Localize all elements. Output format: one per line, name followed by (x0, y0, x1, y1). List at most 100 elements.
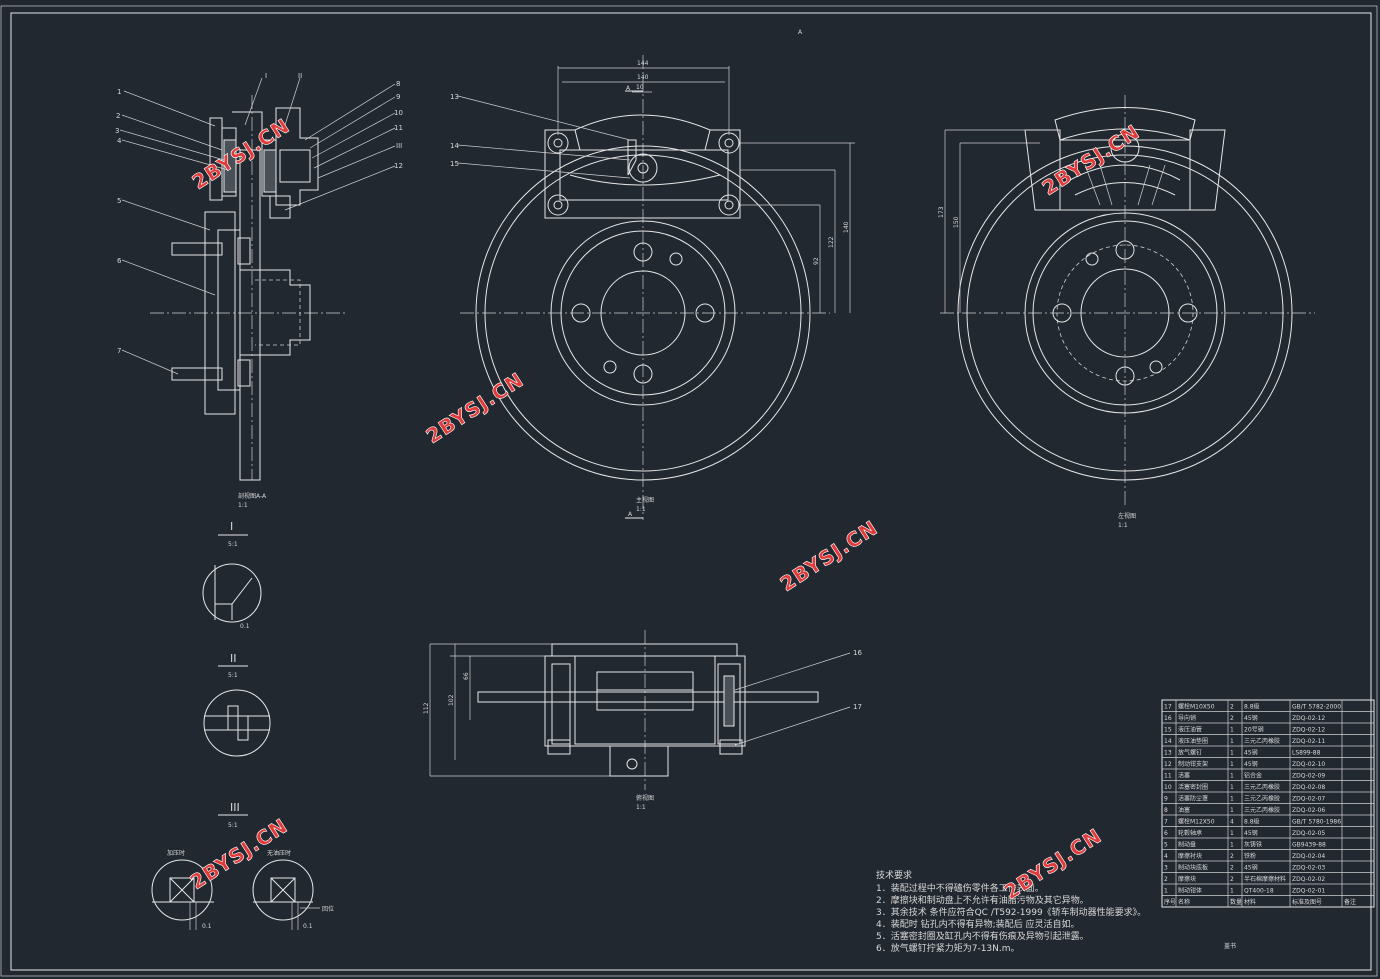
watermark-3: 2BYSJ.CN (776, 515, 883, 596)
callout-12: 12 (394, 162, 403, 170)
detail-III: III 5:1 加压时 无油压时 0.1 0.1 回位 (151, 801, 334, 930)
bom-cell: 45钢 (1244, 864, 1258, 872)
bom-cell: 制动钳支架 (1178, 760, 1208, 768)
bom-cell: 活塞防尘罩 (1178, 795, 1208, 803)
main-view-caption: 主视图 (636, 496, 654, 504)
bom-cell: 摩擦衬块 (1178, 852, 1202, 860)
bom-cell: 半石棉摩擦材料 (1244, 875, 1286, 883)
bom-cell: 1 (1230, 761, 1234, 768)
bom-cell: 20号钢 (1244, 726, 1264, 734)
bom-cell: 4 (1164, 853, 1168, 860)
bom-cell: 活塞密封圈 (1178, 783, 1208, 791)
bom-cell: 导向销 (1178, 714, 1196, 722)
bom-cell: ZDQ-02-06 (1292, 807, 1325, 814)
detail-II: II 5:1 (203, 652, 271, 757)
callout-III: III (396, 142, 402, 150)
bom-cell: 45钢 (1244, 714, 1258, 722)
detail-III-scale: 5:1 (228, 822, 238, 829)
bom-cell: 17 (1164, 704, 1172, 711)
section-mark-bottom: A (628, 511, 633, 518)
bom-cell: 45钢 (1244, 749, 1258, 757)
bom-header-cell: 标准及图号 (1292, 898, 1322, 906)
callout-16: 16 (853, 649, 862, 657)
callout-9: 9 (396, 93, 400, 101)
watermark-2: 2BYSJ.CN (422, 367, 529, 448)
bom-cell: ZDQ-02-08 (1292, 784, 1325, 791)
detail-I: I 5:1 0.1 (202, 520, 262, 630)
bom-cell: 2 (1230, 704, 1234, 711)
bom-cell: 螺栓M12X50 (1178, 818, 1215, 826)
bom-cell: 1 (1230, 842, 1234, 849)
bom-cell: 三元乙丙橡胶 (1244, 795, 1280, 803)
bom-cell: 三元乙丙橡胶 (1244, 737, 1280, 745)
bom-cell: 8.8级 (1244, 818, 1260, 826)
callout-1: 1 (117, 88, 121, 96)
callout-17: 17 (853, 703, 862, 711)
dim-10: 10 (636, 84, 644, 91)
bom-cell: 液压油垫圈 (1178, 737, 1208, 745)
bom-cell: 7 (1164, 819, 1168, 826)
detail-I-scale: 5:1 (228, 541, 238, 548)
callout-8: 8 (396, 80, 400, 88)
bom-cell: 2 (1230, 853, 1234, 860)
callout-14: 14 (450, 142, 459, 150)
bom-cell: 10 (1164, 784, 1172, 791)
detail-I-label: I (230, 520, 233, 533)
bom-cell: 铝合金 (1244, 772, 1262, 780)
dim-102: 102 (448, 694, 455, 706)
bom-cell: 2 (1230, 876, 1234, 883)
bom-cell: 制动钳体 (1178, 887, 1202, 895)
tech-item-2: 2．摩擦块和制动盘上不允许有油脂污物及其它异物。 (876, 894, 1089, 906)
bom-cell: ZDQ-02-11 (1292, 738, 1325, 745)
bom-cell: 16 (1164, 715, 1172, 722)
bom-cell: ZDQ-02-02 (1292, 876, 1325, 883)
bom-cell: 2 (1164, 876, 1168, 883)
callout-13: 13 (450, 93, 459, 101)
watermarks: 2BYSJ.CN 2BYSJ.CN 2BYSJ.CN 2BYSJ.CN 2BYS… (185, 113, 1144, 904)
bom-cell: 制动盘 (1178, 841, 1196, 849)
bom-cell: 14 (1164, 738, 1172, 745)
detail-III-right-caption: 无油压时 (267, 849, 291, 857)
section-view: 1 2 3 4 5 6 7 8 9 10 11 III 12 I II 剖视图A… (115, 72, 403, 509)
bom-cell: 2 (1230, 715, 1234, 722)
tech-item-5: 5．活塞密封圈及缸孔内不得有伤痕及异物引起泄露。 (876, 930, 1089, 942)
bom-cell: 放气螺钉 (1178, 749, 1202, 757)
detail-II-label: II (230, 652, 237, 665)
section-view-scale: 1:1 (238, 502, 248, 509)
bom-cell: ZDQ-02-03 (1292, 865, 1325, 872)
bom-cell: 液压油管 (1178, 726, 1202, 734)
tech-title: 技术要求 (876, 869, 912, 881)
left-view-scale: 1:1 (1118, 522, 1128, 529)
bom-header-cell: 材料 (1244, 898, 1256, 906)
bottom-view-caption: 俯视图 (636, 794, 654, 802)
bom-cell: 摩擦块 (1178, 875, 1196, 883)
main-view: 144 140 10 92 122 140 13 14 15 A A 主视图 1… (450, 55, 855, 520)
bom-cell: ZDQ-02-04 (1292, 853, 1325, 860)
bom-cell: 1 (1230, 796, 1234, 803)
detail-III-dim-right: 0.1 (303, 923, 313, 930)
bom-cell: 1 (1230, 888, 1234, 895)
bom-cell: ZDQ-02-05 (1292, 830, 1325, 837)
tech-item-4: 4．装配时 钻孔内不得有异物;装配后 应灵活自如。 (876, 918, 1079, 930)
bom-header-cell: 数量 (1230, 898, 1242, 906)
bom-cell: 三元乙丙橡胶 (1244, 806, 1280, 814)
callout-2: 2 (116, 112, 120, 120)
bom-cell: 灰铸铁 (1244, 841, 1262, 849)
callout-4: 4 (117, 137, 122, 145)
bom-cell: GB9439-88 (1292, 842, 1326, 849)
tech-requirements: 技术要求 1．装配过程中不得磕伤零件各工作表面。 2．摩擦块和制动盘上不允许有油… (876, 869, 1146, 954)
bom-cell: 1 (1230, 784, 1234, 791)
callout-6: 6 (117, 257, 122, 265)
inner-border (10, 12, 1372, 971)
bom-cell: LS899-88 (1292, 750, 1321, 757)
bom-cell: ZDQ-02-10 (1292, 761, 1325, 768)
bom-cell: 1 (1230, 807, 1234, 814)
dim-173: 173 (938, 206, 945, 218)
callout-15: 15 (450, 160, 459, 168)
bom-header-cell: 备注 (1344, 898, 1356, 906)
bom-cell: 制动块底板 (1178, 864, 1208, 872)
left-view-caption: 左视图 (1118, 512, 1136, 520)
bom-cell: 8 (1164, 807, 1168, 814)
left-view: 150 173 左视图 1:1 (938, 95, 1315, 529)
